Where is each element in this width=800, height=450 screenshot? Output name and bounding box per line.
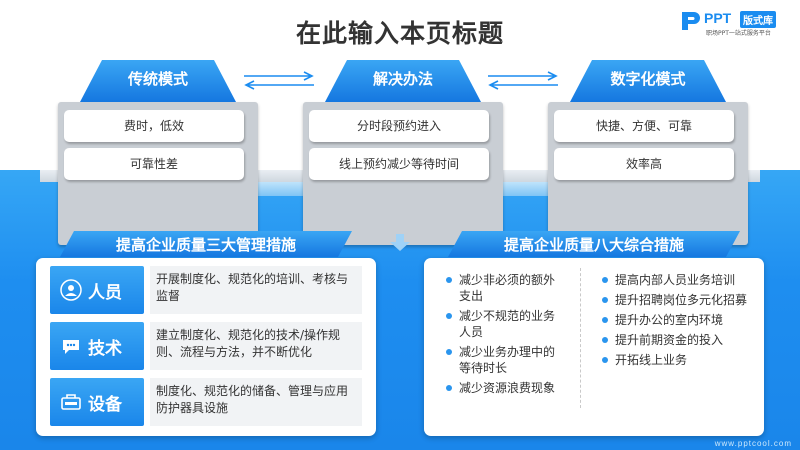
measure-text: 开展制度化、规范化的培训、考核与监督 xyxy=(150,266,362,314)
bullet-dot xyxy=(446,313,452,319)
module-panel: 分时段预约进入 线上预约减少等待时间 xyxy=(303,102,503,245)
list-item: 减少业务办理中的等待时长 xyxy=(446,344,564,376)
tab-shape xyxy=(325,60,481,102)
down-arrow-icon xyxy=(390,234,410,251)
measure-text: 建立制度化、规范化的技术/操作规则、流程与方法，并不断优化 xyxy=(150,322,362,370)
list-item: 减少资源浪费现象 xyxy=(446,380,564,396)
module-title: 传统模式 xyxy=(127,70,188,88)
module-tab: 数字化模式 xyxy=(570,58,726,104)
measure-text: 制度化、规范化的储备、管理与应用防护器具设施 xyxy=(150,378,362,426)
left-banner: 提高企业质量三大管理措施 xyxy=(60,231,352,257)
module-tab: 解决办法 xyxy=(325,58,481,104)
logo-mark-icon xyxy=(682,12,700,30)
measure-row: 技术 建立制度化、规范化的技术/操作规则、流程与方法，并不断优化 xyxy=(50,322,362,370)
right-banner: 提高企业质量八大综合措施 xyxy=(448,231,740,257)
module-panel: 快捷、方便、可靠 效率高 xyxy=(548,102,748,245)
left-panel-title: 提高企业质量三大管理措施 xyxy=(115,236,296,254)
bullet-dot xyxy=(602,337,608,343)
module-item: 快捷、方便、可靠 xyxy=(554,110,734,142)
module-title: 数字化模式 xyxy=(610,70,686,88)
bullet-dot xyxy=(602,357,608,363)
measure-name: 人员 xyxy=(88,283,122,303)
people-icon xyxy=(60,279,82,301)
right-panel-title: 提高企业质量八大综合措施 xyxy=(503,236,684,254)
comprehensive-measures-card: 减少非必须的额外支出 减少不规范的业务人员 减少业务办理中的等待时长 减少资源浪… xyxy=(424,258,764,436)
measure-label: 设备 xyxy=(50,378,144,426)
page-title: 在此输入本页标题 xyxy=(295,19,504,48)
exchange-arrows-icon xyxy=(488,71,558,90)
bullet-dot xyxy=(446,277,452,283)
module-item: 分时段预约进入 xyxy=(309,110,489,142)
list-item: 提升前期资金的投入 xyxy=(602,332,748,348)
measures-list-right: 提高内部人员业务培训 提升招聘岗位多元化招募 提升办公的室内环境 提升前期资金的… xyxy=(602,272,748,372)
brand-logo: PPT 版式库 职场PPT一站式服务平台 xyxy=(680,8,794,38)
management-measures-card: 人员 开展制度化、规范化的培训、考核与监督 技术 建立制度化、规范化的技术/操作… xyxy=(36,258,376,436)
measures-list-left: 减少非必须的额外支出 减少不规范的业务人员 减少业务办理中的等待时长 减少资源浪… xyxy=(446,272,564,400)
bullet-dot xyxy=(446,385,452,391)
logo-subtitle: 职场PPT一站式服务平台 xyxy=(706,30,771,37)
tab-shape xyxy=(80,60,236,102)
tab-shape xyxy=(570,60,726,102)
list-item: 开拓线上业务 xyxy=(602,352,748,368)
list-item: 提升招聘岗位多元化招募 xyxy=(602,292,748,308)
bullet-dot xyxy=(602,297,608,303)
measure-name: 设备 xyxy=(88,395,122,415)
exchange-arrows-icon xyxy=(244,71,314,90)
measure-row: 人员 开展制度化、规范化的培训、考核与监督 xyxy=(50,266,362,314)
bullet-dot xyxy=(602,317,608,323)
measure-name: 技术 xyxy=(88,339,122,359)
logo-tag: 版式库 xyxy=(740,11,776,28)
module-item: 费时，低效 xyxy=(64,110,244,142)
module-panel: 费时，低效 可靠性差 xyxy=(58,102,258,245)
measure-label: 人员 xyxy=(50,266,144,314)
logo-brand: PPT xyxy=(704,10,732,26)
module-item: 可靠性差 xyxy=(64,148,244,180)
module-item: 效率高 xyxy=(554,148,734,180)
list-item: 提升办公的室内环境 xyxy=(602,312,748,328)
module-item: 线上预约减少等待时间 xyxy=(309,148,489,180)
module-tab: 传统模式 xyxy=(80,58,236,104)
bullet-dot xyxy=(446,349,452,355)
banner-shape xyxy=(448,231,740,257)
bullet-dot xyxy=(602,277,608,283)
module-title: 解决办法 xyxy=(372,70,433,88)
list-item: 减少非必须的额外支出 xyxy=(446,272,564,304)
list-item: 减少不规范的业务人员 xyxy=(446,308,564,340)
measure-label: 技术 xyxy=(50,322,144,370)
equipment-icon xyxy=(61,394,81,410)
banner-shape xyxy=(60,231,352,257)
watermark: www.pptcool.com xyxy=(714,439,792,448)
chat-icon xyxy=(63,340,79,354)
list-item: 提高内部人员业务培训 xyxy=(602,272,748,288)
measure-row: 设备 制度化、规范化的储备、管理与应用防护器具设施 xyxy=(50,378,362,426)
dashed-divider xyxy=(580,268,581,408)
